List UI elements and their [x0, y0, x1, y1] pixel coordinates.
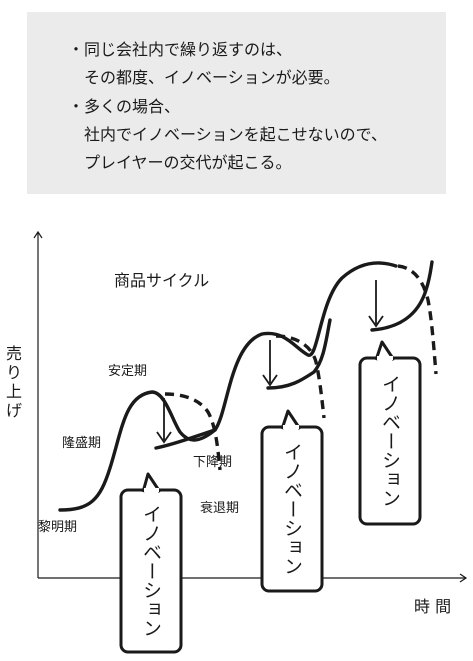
note-2-line-2: 社内でイノベーションを起こせないので、	[84, 125, 388, 144]
stage-label-recession: 衰退期	[200, 500, 239, 516]
innovation-callout-3: イノベーション	[358, 340, 422, 526]
down-arrow-icon	[156, 398, 172, 444]
sales-curve	[58, 261, 398, 512]
stage-label-stable: 安定期	[108, 364, 147, 379]
note-2-line-3: プレイヤーの交代が起こる。	[84, 153, 292, 172]
callout-text: イノベーション	[281, 443, 303, 576]
y-axis-label-char: 上	[6, 382, 22, 401]
innovation-callout-1: イノベーション	[119, 472, 183, 654]
bullet: ・	[68, 97, 85, 116]
note-2-line-1: 多くの場合、	[84, 97, 181, 116]
decline-dashed-curve-1	[164, 392, 222, 471]
stage-label-decline: 下降期	[193, 455, 232, 470]
note-1-line-1: 同じ会社内で繰り返すのは、	[84, 40, 293, 59]
y-axis-label-char: 売	[6, 344, 22, 363]
stage-label-dawn: 黎明期	[38, 520, 77, 535]
note-item-1: ・ 同じ会社内で繰り返すのは、 その都度、イノベーションが必要。	[68, 36, 340, 92]
down-arrow-icon	[262, 340, 278, 387]
note-item-2: ・ 多くの場合、 社内でイノベーションを起こせないので、 プレイヤーの交代が起こ…	[68, 93, 387, 177]
callout-text: イノベーション	[379, 375, 401, 508]
diagram-title: 商品サイクル	[114, 271, 209, 290]
curve-segment	[266, 318, 332, 390]
stage-label-growth: 隆盛期	[62, 436, 101, 451]
innovation-callout-2: イノベーション	[260, 409, 324, 593]
note-1-line-2: その都度、イノベーションが必要。	[84, 68, 340, 87]
x-axis-label: 時 間	[414, 597, 451, 616]
decline-dashed-curve-2	[275, 334, 326, 419]
curve-segment	[154, 428, 217, 450]
y-axis-label-char: り	[6, 363, 22, 382]
callout-text: イノベーション	[140, 505, 162, 638]
summary-box	[27, 12, 446, 194]
down-arrow-icon	[368, 280, 384, 328]
y-axis-label-char: げ	[6, 401, 22, 420]
decline-dashed-curve-3	[397, 264, 438, 375]
bullet: ・	[68, 40, 85, 59]
